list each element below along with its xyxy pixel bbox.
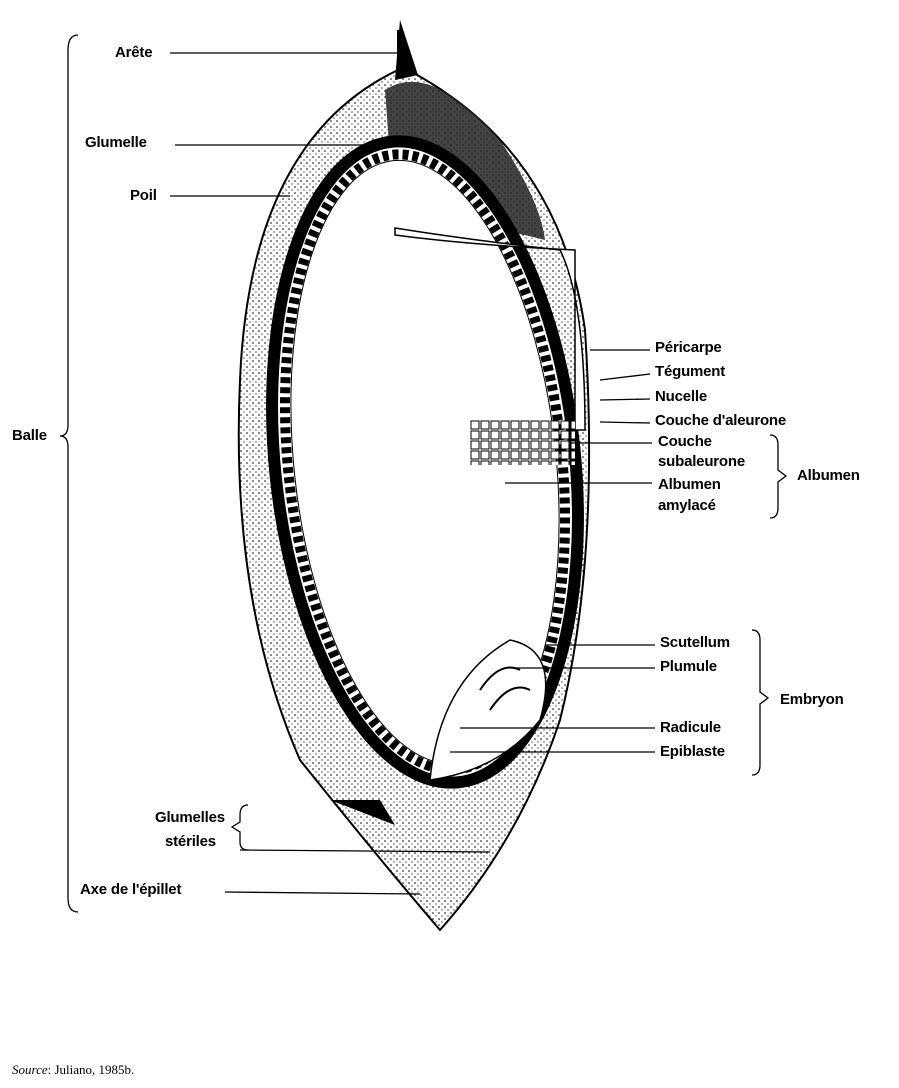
label-couche-aleurone: Couche d'aleurone xyxy=(655,412,787,429)
label-couche-subaleurone-2: subaleurone xyxy=(658,453,745,470)
label-scutellum: Scutellum xyxy=(660,634,730,651)
label-albumen: Albumen xyxy=(797,467,860,484)
leader-lines xyxy=(59,34,788,913)
caryopsis xyxy=(266,135,586,825)
label-plumule: Plumule xyxy=(660,658,717,675)
label-embryon: Embryon xyxy=(780,691,844,708)
label-albumen-amylace-2: amylacé xyxy=(658,497,716,514)
label-pericarpe: Péricarpe xyxy=(655,339,722,356)
label-glumelle: Glumelle xyxy=(85,134,147,151)
label-radicule: Radicule xyxy=(660,719,721,736)
label-epiblaste: Epiblaste xyxy=(660,743,725,760)
source-citation: Source: Juliano, 1985b. xyxy=(12,1062,134,1078)
label-balle: Balle xyxy=(12,427,47,444)
label-nucelle: Nucelle xyxy=(655,388,707,405)
source-text: : Juliano, 1985b. xyxy=(47,1062,135,1077)
source-prefix: Source xyxy=(12,1062,48,1077)
label-couche-subaleurone-1: Couche xyxy=(658,433,712,450)
label-glumelles-steriles-1: Glumelles xyxy=(155,809,225,826)
label-poil: Poil xyxy=(130,187,157,204)
label-glumelles-steriles-2: stériles xyxy=(165,833,216,850)
label-tegument: Tégument xyxy=(655,363,726,380)
label-axe-epillet: Axe de l'épillet xyxy=(80,881,182,898)
label-arete: Arête xyxy=(115,44,153,61)
label-albumen-amylace-1: Albumen xyxy=(658,476,721,493)
